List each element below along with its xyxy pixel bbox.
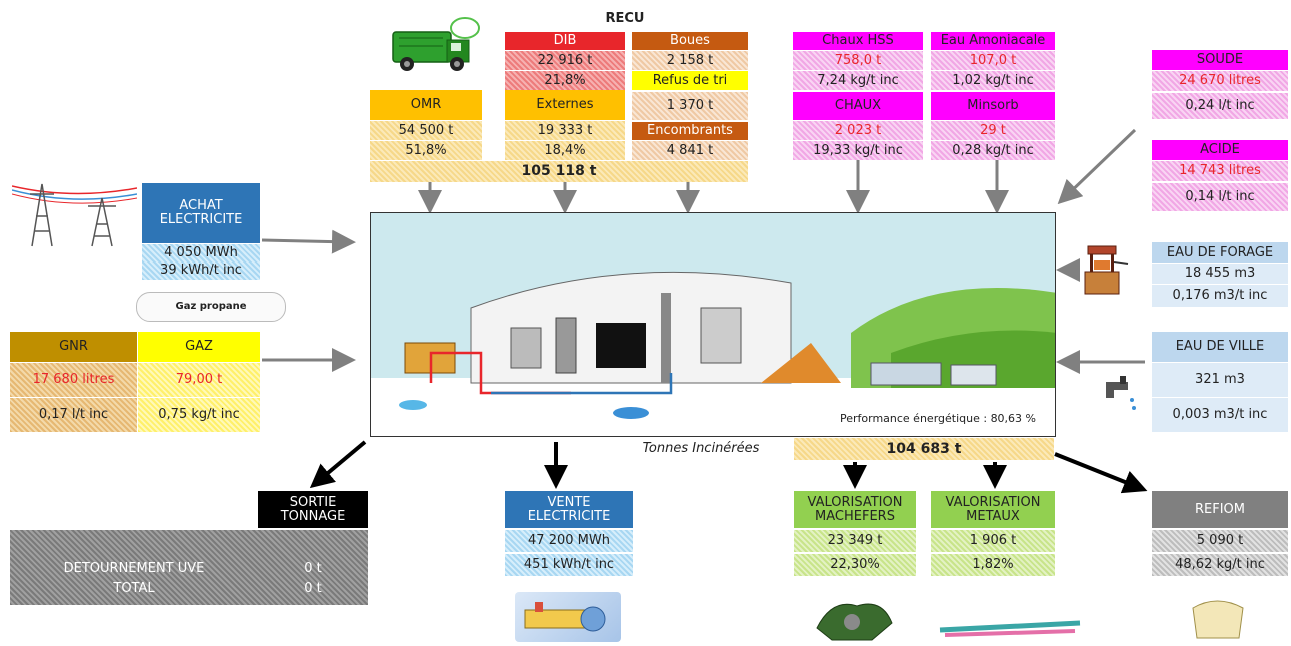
tonnes-incinerees-value: 104 683 t bbox=[794, 438, 1054, 460]
water-tap-icon bbox=[1102, 370, 1142, 412]
gaz-ratio: 0,75 kg/t inc bbox=[138, 398, 260, 432]
minsorb-ratio: 0,28 kg/t inc bbox=[931, 141, 1055, 160]
boues-tonnage: 2 158 t bbox=[632, 51, 748, 70]
dib-pct: 21,8% bbox=[505, 71, 625, 90]
machefers-label-2: MACHEFERS bbox=[815, 508, 895, 524]
achat-elec-ratio: 39 kWh/t inc bbox=[142, 262, 260, 280]
acide-ratio: 0,14 l/t inc bbox=[1152, 183, 1288, 211]
metal-bars-icon bbox=[935, 605, 1085, 640]
soude-header: SOUDE bbox=[1152, 50, 1288, 70]
achat-elec-qty: 4 050 MWh bbox=[142, 244, 260, 262]
achat-elec-label-1: ACHAT bbox=[179, 198, 223, 214]
propane-tank-icon bbox=[136, 292, 286, 322]
refus-header: Refus de tri bbox=[632, 71, 748, 90]
forage-qty: 18 455 m3 bbox=[1152, 264, 1288, 284]
sortie-row-1-label: DETOURNEMENT UVE bbox=[63, 561, 205, 577]
machefers-header: VALORISATION MACHEFERS bbox=[794, 491, 916, 528]
arrow-achat-elec bbox=[261, 229, 356, 254]
sortie-label-1: SORTIE bbox=[289, 494, 337, 510]
sortie-table bbox=[10, 530, 368, 605]
turbine-icon bbox=[515, 592, 621, 642]
omr-header: OMR bbox=[370, 90, 482, 120]
ville-header: EAU DE VILLE bbox=[1152, 332, 1288, 362]
dib-header: DIB bbox=[505, 32, 625, 50]
gnr-header: GNR bbox=[10, 332, 137, 362]
sortie-row-2-label: TOTAL bbox=[113, 581, 155, 597]
chaux-hss-header: Chaux HSS bbox=[793, 32, 923, 50]
acide-header: ACIDE bbox=[1152, 140, 1288, 160]
omr-tonnage: 54 500 t bbox=[370, 121, 482, 140]
vente-elec-header: VENTE ELECTRICITE bbox=[505, 491, 633, 528]
gaz-header: GAZ bbox=[138, 332, 260, 362]
eau-amoniacale-header: Eau Amoniacale bbox=[931, 32, 1055, 50]
garbage-truck-icon bbox=[385, 14, 485, 76]
incineration-plant-illustration bbox=[370, 212, 1056, 437]
eau-amoniacale-qty: 107,0 t bbox=[931, 51, 1055, 70]
acide-qty: 14 743 litres bbox=[1152, 161, 1288, 181]
bottom-ash-icon bbox=[812, 588, 902, 643]
boues-header: Boues bbox=[632, 32, 748, 50]
refiom-ratio: 48,62 kg/t inc bbox=[1152, 554, 1288, 576]
eau-amoniacale-ratio: 1,02 kg/t inc bbox=[931, 71, 1055, 90]
dib-tonnage: 22 916 t bbox=[505, 51, 625, 70]
power-lines-icon bbox=[12, 176, 137, 248]
recu-title: RECU bbox=[605, 11, 645, 27]
gnr-qty: 17 680 litres bbox=[10, 363, 137, 397]
well-icon bbox=[1080, 242, 1130, 297]
sortie-header: SORTIE TONNAGE bbox=[258, 491, 368, 528]
chaux-hss-ratio: 7,24 kg/t inc bbox=[793, 71, 923, 90]
chaux-ratio: 19,33 kg/t inc bbox=[793, 141, 923, 160]
achat-elec-label-2: ELECTRICITE bbox=[159, 212, 243, 227]
arrow-sortie bbox=[309, 440, 367, 489]
metaux-label-1: VALORISATION bbox=[945, 494, 1041, 510]
ville-ratio: 0,003 m3/t inc bbox=[1152, 398, 1288, 432]
soude-qty: 24 670 litres bbox=[1152, 71, 1288, 91]
sortie-row-1-value: 0 t bbox=[304, 561, 322, 577]
arrow-soude-acide bbox=[1057, 128, 1137, 205]
soude-ratio: 0,24 l/t inc bbox=[1152, 93, 1288, 119]
vente-elec-label-2: ELECTRICITE bbox=[527, 508, 611, 524]
ville-qty: 321 m3 bbox=[1152, 363, 1288, 397]
sortie-row-2-value: 0 t bbox=[304, 581, 322, 597]
omr-pct: 51,8% bbox=[370, 141, 482, 160]
encombrants-tonnage: 4 841 t bbox=[632, 141, 748, 160]
performance-label: Performance énergétique : 80,63 % bbox=[825, 410, 1051, 428]
machefers-pct: 22,30% bbox=[794, 554, 916, 576]
refiom-qty: 5 090 t bbox=[1152, 530, 1288, 552]
chaux-header: CHAUX bbox=[793, 92, 923, 120]
machefers-label-1: VALORISATION bbox=[807, 494, 903, 510]
metaux-label-2: METAUX bbox=[966, 508, 1020, 524]
vente-elec-label-1: VENTE bbox=[547, 494, 591, 510]
externes-tonnage: 19 333 t bbox=[505, 121, 625, 140]
refiom-header: REFIOM bbox=[1152, 491, 1288, 528]
metaux-qty: 1 906 t bbox=[931, 530, 1055, 552]
machefers-qty: 23 349 t bbox=[794, 530, 916, 552]
refus-tonnage: 1 370 t bbox=[632, 92, 748, 120]
externes-header: Externes bbox=[505, 90, 625, 120]
vente-elec-qty: 47 200 MWh bbox=[505, 530, 633, 552]
bag-icon bbox=[1185, 592, 1250, 640]
propane-tank-label: Gaz propane bbox=[175, 300, 247, 312]
gaz-qty: 79,00 t bbox=[138, 363, 260, 397]
forage-ratio: 0,176 m3/t inc bbox=[1152, 285, 1288, 307]
tonnes-incinerees-label: Tonnes Incinérées bbox=[642, 441, 760, 457]
metaux-header: VALORISATION METAUX bbox=[931, 491, 1055, 528]
chaux-hss-qty: 758,0 t bbox=[793, 51, 923, 70]
minsorb-header: Minsorb bbox=[931, 92, 1055, 120]
forage-header: EAU DE FORAGE bbox=[1152, 242, 1288, 263]
metaux-pct: 1,82% bbox=[931, 554, 1055, 576]
vente-elec-ratio: 451 kWh/t inc bbox=[505, 554, 633, 576]
minsorb-qty: 29 t bbox=[931, 121, 1055, 140]
encombrants-header: Encombrants bbox=[632, 122, 748, 140]
arrow-refiom bbox=[1054, 452, 1148, 494]
chaux-qty: 2 023 t bbox=[793, 121, 923, 140]
externes-pct: 18,4% bbox=[505, 141, 625, 160]
recu-total: 105 118 t bbox=[370, 161, 748, 182]
gnr-ratio: 0,17 l/t inc bbox=[10, 398, 137, 432]
sortie-label-2: TONNAGE bbox=[280, 508, 346, 524]
achat-elec-header: ACHAT ELECTRICITE bbox=[142, 183, 260, 243]
